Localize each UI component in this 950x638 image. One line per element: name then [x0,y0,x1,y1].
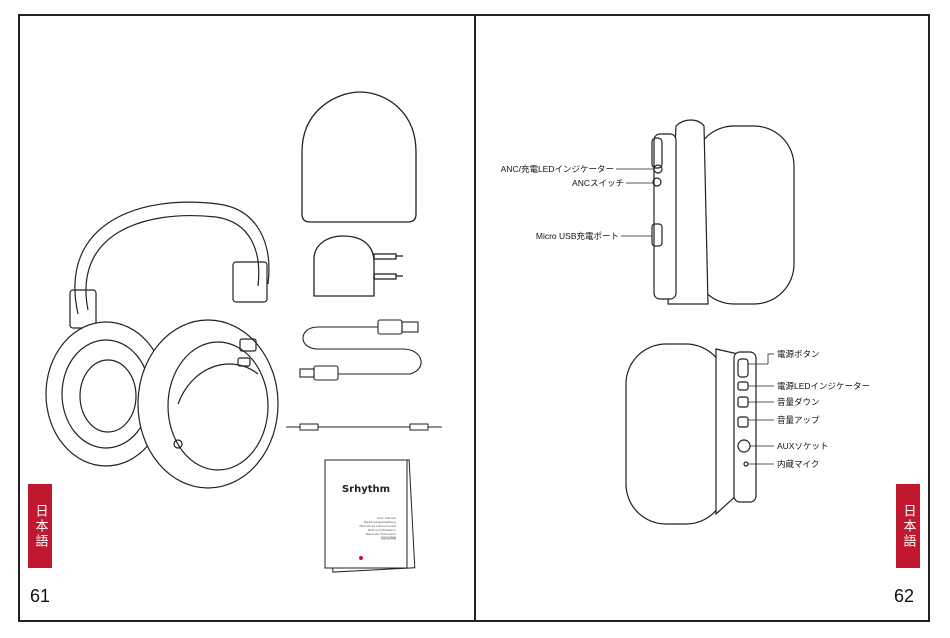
earcup-top-drawing [652,120,794,304]
language-tab: 日本語 [28,484,52,568]
manual-brand: Srhythm [342,484,390,495]
label-volume-down: 音量ダウン [777,397,820,407]
carry-case-drawing [302,92,416,222]
label-volume-up: 音量アップ [777,415,820,425]
usb-cable-drawing [300,320,421,380]
brand-logo-icon [359,556,363,560]
package-contents-illustration: Srhythm User manual Bedienungsanleitung … [18,14,475,622]
language-tab: 日本語 [896,484,920,568]
headphones-drawing [46,202,278,488]
aux-cable-drawing [286,424,442,430]
manual-line: 取扱説明書 [381,535,396,540]
label-power-button: 電源ボタン [777,349,820,359]
controls-illustration: ANC/充電LEDインジケーター ANCスイッチ Micro USB充電ポート … [476,14,930,622]
page-number: 62 [894,586,914,607]
left-page: Srhythm User manual Bedienungsanleitung … [18,14,475,622]
label-microphone: 内蔵マイク [777,459,819,469]
label-anc-switch: ANCスイッチ [572,178,624,188]
page-number: 61 [30,586,50,607]
label-micro-usb: Micro USB充電ポート [536,231,619,241]
earcup-bottom-drawing [626,344,756,524]
right-page: ANC/充電LEDインジケーター ANCスイッチ Micro USB充電ポート … [476,14,930,622]
airplane-adapter-drawing [314,236,403,296]
label-anc-led: ANC/充電LEDインジケーター [501,164,614,174]
label-aux-socket: AUXソケット [777,441,828,451]
label-power-led: 電源LEDインジケーター [777,381,870,391]
user-manual-drawing: Srhythm User manual Bedienungsanleitung … [325,460,415,572]
